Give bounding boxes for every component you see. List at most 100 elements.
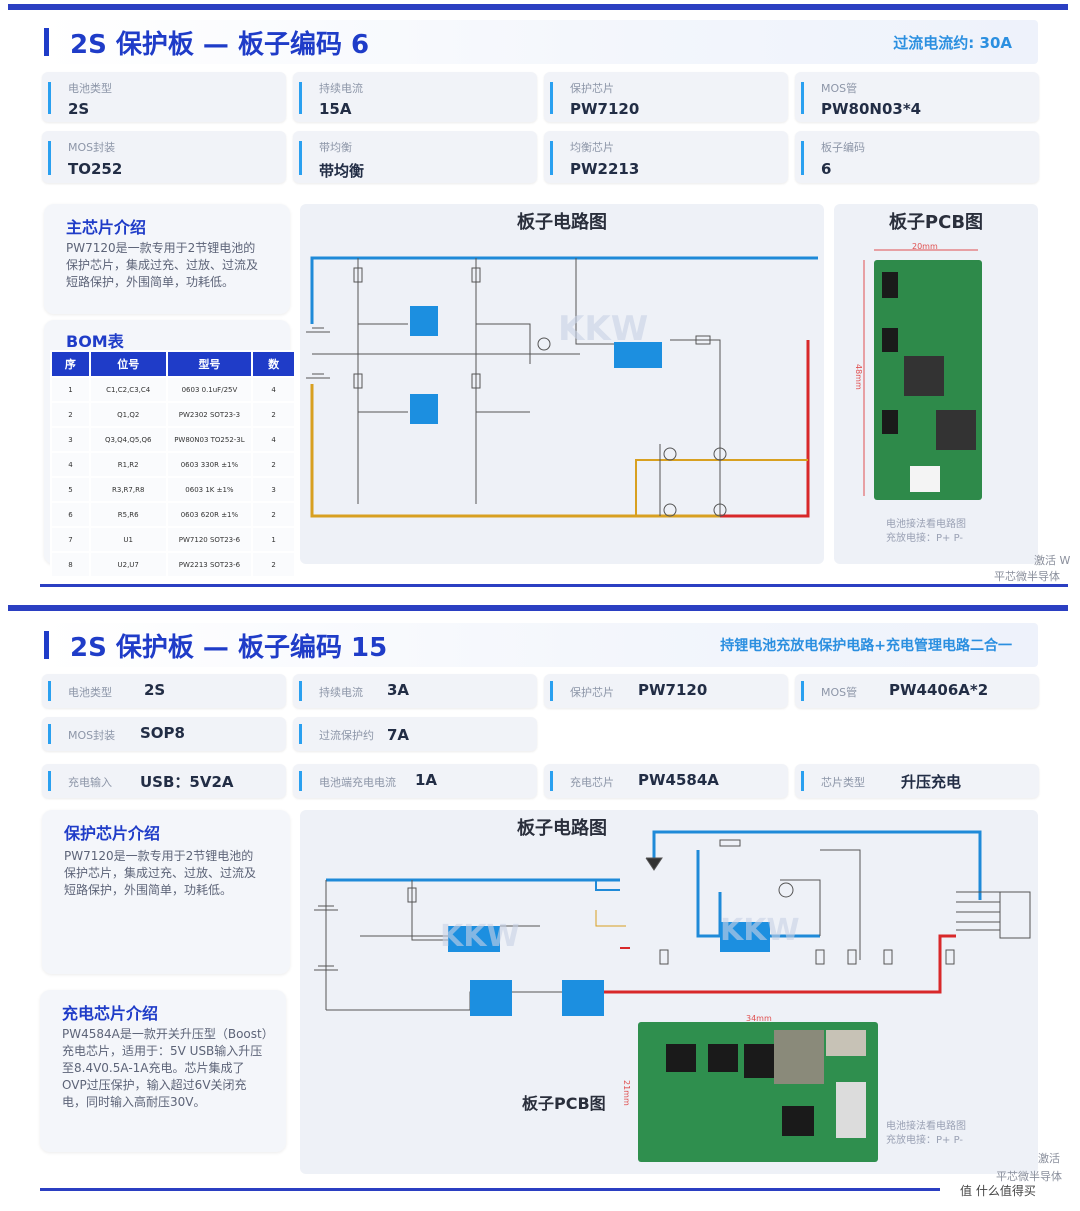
charge-chip-intro-panel: 充电芯片介绍 PW4584A是一款开关升压型（Boost）充电芯片，适用于：5V… [40,990,286,1152]
spec-card: 持续电流 3A [293,674,537,708]
spec-label: 板子编码 [821,141,865,154]
pcb-caption-line2: 充放电接：P+ P- [886,533,964,544]
pcb-caption-line1: 电池接法看电路图 [886,1121,966,1132]
spec-label: 电池端充电电流 [319,776,396,789]
protection-ic-chip [448,926,500,952]
chip-intro-title: 主芯片介绍 [66,218,147,237]
bom-cell: C1,C2,C3,C4 [88,376,168,403]
bom-cell: 1 [50,376,91,403]
title-accent-mark [44,28,49,56]
chip-intro-panel: 主芯片介绍 PW7120是一款专用于2节锂电池的保护芯片，集成过充、过放、过流及… [44,204,290,314]
bom-cell: U1 [88,526,168,553]
bom-cell: R3,R7,R8 [88,476,168,503]
spec-label: MOS管 [821,686,858,699]
pcb-caption-line1: 电池接法看电路图 [886,519,966,530]
spec-card: MOS封装 SOP8 [42,717,286,751]
section1-title: 2S 保护板 — 板子编码 6 [70,30,370,60]
protection-ic-chip [410,306,438,336]
kkw-watermark: KKW [720,913,800,948]
section2-feature-note: 持锂电池充放电保护电路+充电管理电路二合一 [720,638,1012,654]
bom-cell: 4 [251,426,296,453]
spec-value: TO252 [68,160,123,178]
section2-title-bar: 2S 保护板 — 板子编码 15 持锂电池充放电保护电路+充电管理电路二合一 [40,623,1038,667]
spec-value: PW4406A*2 [889,681,989,699]
section2-title: 2S 保护板 — 板子编码 15 [70,633,388,663]
watermark-text: 激活 W [1034,554,1071,567]
pcb-dimension-lines [863,249,978,496]
site-logo: 值 什么值得买 [960,1184,1036,1198]
pcb-board-image-2 [638,1022,878,1162]
bom-cell: 0603 0.1uF/25V [165,376,254,403]
bom-cell: 5 [50,476,91,503]
spec-card: 板子编码 6 [795,131,1039,183]
circuit-diagram-panel-2: 板子电路图 [300,810,1038,1174]
spec-label: MOS封装 [68,729,116,742]
bom-cell: 0603 620R ±1% [165,501,254,528]
spec-value: 1A [415,771,438,789]
mosfet-chip [470,980,512,1016]
charge-ic-chip [720,922,770,952]
spec-label: 充电输入 [68,776,112,789]
bom-header: 位号 [88,350,168,378]
bom-cell: Q1,Q2 [88,401,168,428]
bom-cell: 2 [251,501,296,528]
spec-card: 芯片类型 升压充电 [795,764,1039,798]
pcb-width-dimension: 20mm [912,242,938,251]
pcb-title: 板子PCB图 [888,212,984,233]
bom-cell: 7 [50,526,91,553]
spec-value: PW2213 [570,160,640,178]
pcb-board-image [874,260,982,500]
circuit-schematic: KKW [306,256,818,518]
section1-title-bar: 2S 保护板 — 板子编码 6 过流电流约: 30A [40,20,1038,64]
spec-label: 充电芯片 [570,776,614,789]
spec-value: PW7120 [570,100,640,118]
spec-value: 3A [387,681,410,699]
spec-value: 15A [319,100,352,118]
pcb-height-dimension: 48mm [854,364,863,390]
spec-label: 芯片类型 [821,776,865,789]
bom-cell: 1 [251,526,296,553]
spec-value: SOP8 [140,724,185,742]
bom-cell: 4 [50,451,91,478]
spec-value: PW7120 [638,681,708,699]
pcb-title-2: 板子PCB图 [522,1094,606,1113]
spec-card: 充电输入 USB：5V2A [42,764,286,798]
bom-cell: 0603 1K ±1% [165,476,254,503]
bom-cell: PW2302 SOT23-3 [165,401,254,428]
spec-value: 6 [821,160,832,178]
main-ic-chip [614,342,662,368]
spec-value: 带均衡 [319,162,365,180]
bom-header: 序 [50,350,91,378]
bom-cell: 2 [251,401,296,428]
spec-value: 7A [387,726,410,744]
bom-cell: U2,U7 [88,551,168,578]
bom-cell: 3 [50,426,91,453]
spec-card: 持续电流 15A [293,72,537,122]
spec-card: MOS封装 TO252 [42,131,286,183]
bom-cell: 3 [251,476,296,503]
protect-chip-intro-title: 保护芯片介绍 [64,824,161,843]
spec-value: PW4584A [638,771,719,789]
spec-card: 电池类型 2S [42,674,286,708]
spec-value: USB：5V2A [140,773,234,791]
kkw-watermark: KKW [558,309,648,349]
section1-top-rule [8,4,1068,10]
section2-bottom-rule [40,1188,940,1191]
spec-card: 均衡芯片 PW2213 [544,131,788,183]
spec-value: 2S [68,100,90,118]
spec-card: 过流保护约 7A [293,717,537,751]
mosfet-chip [562,980,604,1016]
protect-chip-intro-text: PW7120是一款专用于2节锂电池的保护芯片，集成过充、过放、过流及短路保护，外… [64,849,257,897]
spec-label: 持续电流 [319,82,363,95]
watermark-text: 平芯微半导体 [994,570,1060,583]
charge-chip-intro-title: 充电芯片介绍 [62,1004,159,1023]
pcb-width-dimension-2: 34mm [746,1014,772,1023]
spec-card: 电池端充电电流 1A [293,764,537,798]
bom-header: 数 [251,350,296,378]
